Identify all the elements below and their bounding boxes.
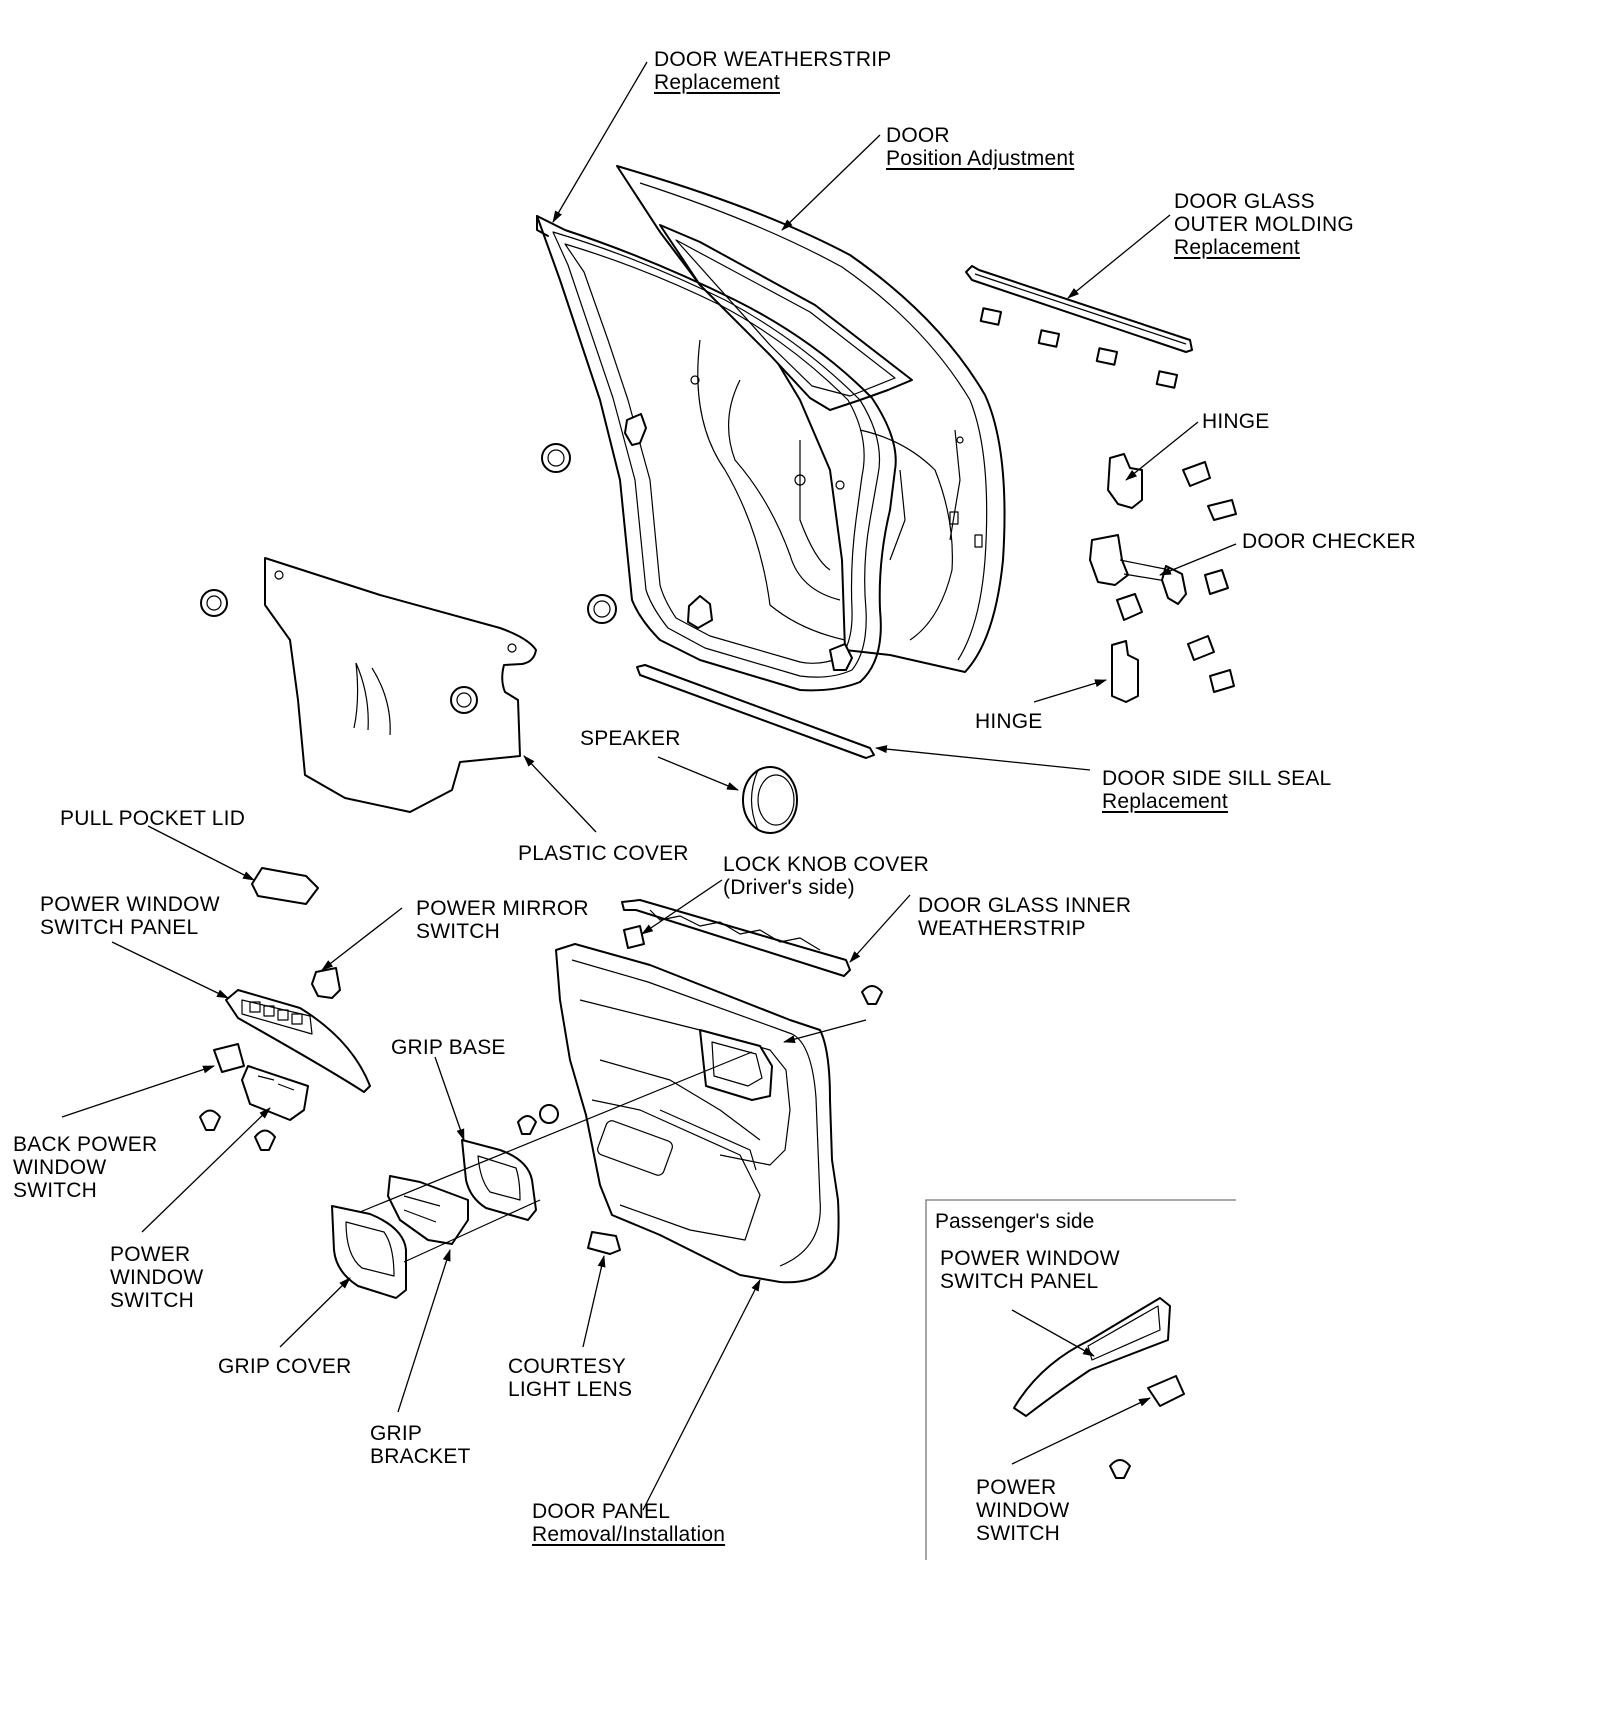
pw-switch-panel-part <box>225 989 371 1093</box>
label-door-side-sill-seal: DOOR SIDE SILL SEAL Replacement <box>1102 767 1332 813</box>
grommets <box>200 443 617 714</box>
speaker-part <box>742 766 798 834</box>
label-lock-knob-cover: LOCK KNOB COVER (Driver's side) <box>723 853 930 899</box>
leader-lines <box>61 61 1237 1511</box>
link-sill-seal-replacement[interactable]: Replacement <box>1102 790 1228 813</box>
link-outer-molding-replacement[interactable]: Replacement <box>1174 236 1300 259</box>
label-hinge-upper: HINGE <box>1202 410 1270 433</box>
label-grip-base: GRIP BASE <box>391 1036 506 1059</box>
label-door-weatherstrip: DOOR WEATHERSTRIP Replacement <box>654 48 892 94</box>
passenger-box-border <box>925 1199 1236 1560</box>
power-mirror-switch-part <box>311 967 341 999</box>
hinge-checker-parts <box>1089 453 1237 703</box>
label-power-window-switch: POWER WINDOW SWITCH <box>110 1243 204 1312</box>
label-speaker: SPEAKER <box>580 727 681 750</box>
label-hinge-lower: HINGE <box>975 710 1043 733</box>
link-door-weatherstrip-replacement[interactable]: Replacement <box>654 71 780 94</box>
sill-seal-part <box>636 664 875 759</box>
label-plastic-cover: PLASTIC COVER <box>518 842 689 865</box>
label-door-panel: DOOR PANEL Removal/Installation <box>532 1500 726 1546</box>
pull-pocket-lid-part <box>251 867 319 905</box>
label-grip-cover: GRIP COVER <box>218 1355 352 1378</box>
label-grip-bracket: GRIP BRACKET <box>370 1422 471 1468</box>
label-door: DOOR Position Adjustment <box>886 124 1075 170</box>
outer-molding-part <box>965 265 1193 389</box>
door-shell <box>616 165 1006 673</box>
label-passenger-pw-switch-panel: POWER WINDOW SWITCH PANEL <box>940 1247 1120 1293</box>
label-door-glass-inner-weatherstrip: DOOR GLASS INNER WEATHERSTRIP <box>918 894 1132 940</box>
label-door-checker: DOOR CHECKER <box>1242 530 1416 553</box>
passenger-side-title: Passenger's side <box>935 1210 1095 1233</box>
label-courtesy-light-lens: COURTESY LIGHT LENS <box>508 1355 633 1401</box>
grip-parts <box>331 1051 753 1299</box>
label-power-mirror-switch: POWER MIRROR SWITCH <box>416 897 589 943</box>
screws <box>199 985 1131 1479</box>
label-power-window-switch-panel: POWER WINDOW SWITCH PANEL <box>40 893 220 939</box>
label-pull-pocket-lid: PULL POCKET LID <box>60 807 246 830</box>
label-door-glass-outer-molding: DOOR GLASS OUTER MOLDING Replacement <box>1174 190 1354 259</box>
label-back-power-window-switch: BACK POWER WINDOW SWITCH <box>13 1133 158 1202</box>
passenger-pw-switch-part <box>1147 1375 1185 1407</box>
weatherstrip-clips <box>624 413 853 671</box>
link-door-panel-removal-installation[interactable]: Removal/Installation <box>532 1523 726 1546</box>
link-door-position-adjustment[interactable]: Position Adjustment <box>886 147 1075 170</box>
label-passenger-pw-switch: POWER WINDOW SWITCH <box>976 1476 1070 1545</box>
window-switches-part <box>213 1043 309 1121</box>
plastic-cover-part <box>264 557 537 813</box>
passenger-pw-switch-panel-part <box>1013 1297 1171 1417</box>
door-panel-part <box>555 943 840 1284</box>
inner-weatherstrip-part <box>621 899 851 977</box>
door-weatherstrip-part <box>536 215 897 692</box>
courtesy-light-lens-part <box>587 1231 621 1255</box>
